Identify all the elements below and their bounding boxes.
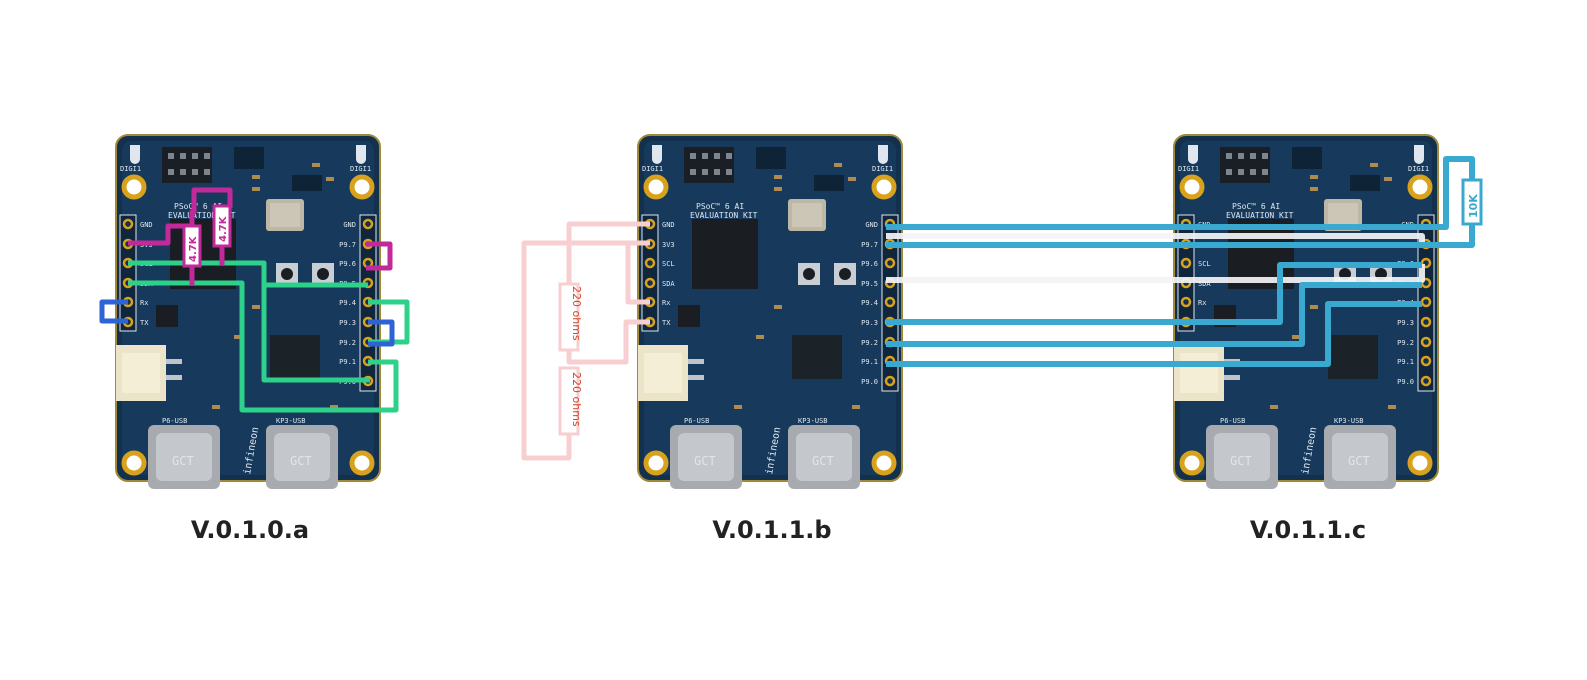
board-b-left-pin-labels: GND 3V3 SCL SDA Rx TX [662,221,675,327]
board-b-pin-p91: P9.1 [861,358,878,366]
board-b-pin-p97: P9.7 [861,241,878,249]
board-a-pin-p94: P9.4 [339,299,356,307]
board-c-usb-chip-left: GCT [1230,454,1252,468]
wire-pink-rx [521,240,650,461]
wire-white-scl [886,264,1425,283]
board-b-kit-title: PSoC™ 6 AI [696,202,744,211]
board-a-kit-title: PSoC™ 6 AI [174,202,222,211]
board-a-kit-sub: EVALUATION KIT [168,211,236,220]
board-a-pin-r-gnd: GND [343,221,356,229]
wire-magenta-gnd-loop [366,241,393,271]
board-b-usb-chip-left: GCT [694,454,716,468]
board-b-pin-scl: SCL [662,260,675,268]
board-c-resistors: 10K [1461,178,1483,226]
board-b-pin-3v3: 3V3 [662,241,675,249]
board-b-pin-p96: P9.6 [861,260,878,268]
board-a-mic-right: DIGI1 [350,165,371,173]
board-c-mic-left: DIGI1 [1178,165,1199,173]
board-a-right-pin-labels: GND P9.7 P9.6 P9.5 P9.4 P9.3 P9.2 P9.1 P… [339,221,356,386]
board-b-pin-p92: P9.2 [861,339,878,347]
board-b-pin-tx: TX [662,319,671,327]
wire-teal-p94 [886,262,1422,325]
board-c-usb-chip-right: GCT [1348,454,1370,468]
board-c-mic-right: DIGI1 [1408,165,1429,173]
board-c-kit-sub: EVALUATION KIT [1226,211,1294,220]
board-b-pin-p94: P9.4 [861,299,878,307]
wire-teal-gnd [886,156,1475,230]
wire-pink-tx [566,319,650,365]
wire-teal-p97 [886,222,1475,248]
board-b-right-pin-labels: GND P9.7 P9.6 P9.5 P9.4 P9.3 P9.2 P9.1 P… [861,221,878,386]
bc-wires [886,156,1475,367]
wire-green-sda [128,280,399,413]
board-a-wires [99,187,410,413]
board-a-pin-p92: P9.2 [339,339,356,347]
resistor-a2-label: 4.7K [218,215,229,242]
caption-board-c: V.0.1.1.c [1249,516,1367,544]
board-a-pin-tx: TX [140,319,149,327]
board-a-mic-left: DIGI1 [120,165,141,173]
board-b-pin-p95: P9.5 [861,280,878,288]
resistor-c1-label: 10K [1467,194,1480,218]
resistor-b2-label: 220 ohms [570,372,583,427]
caption-board-a: V.0.1.0.a [190,516,310,544]
board-b-usb-right: KP3-USB [798,417,828,425]
board-b-mic-right: DIGI1 [872,165,893,173]
board-c-pin-scl: SCL [1198,260,1211,268]
resistor-a1: 4.7K [182,224,202,268]
wire-teal-p91 [886,301,1422,367]
board-a-usb-left: P6-USB [162,417,187,425]
caption-board-b: V.0.1.1.b [712,516,832,544]
board-a-usb-chip-right: GCT [290,454,312,468]
board-b-pin-r-gnd: GND [865,221,878,229]
board-b-pin-rx: Rx [662,299,670,307]
board-c: PSoC™ 6 AI EVALUATION KIT DIGI1 DIGI1 P6… [1174,135,1438,489]
board-b-kit-sub: EVALUATION KIT [690,211,758,220]
board-b-mic-left: DIGI1 [642,165,663,173]
board-c-pin-rx: Rx [1198,299,1206,307]
wire-blue-rx-tx [99,299,128,324]
board-a-pin-p93: P9.3 [339,319,356,327]
board-c-pin-p92: P9.2 [1397,339,1414,347]
resistor-b2: 220 ohms [558,366,583,436]
board-b-resistors: 220 ohms 220 ohms [558,282,583,436]
resistor-a2: 4.7K [212,204,232,248]
wire-pink-gnd [566,221,650,285]
board-b-usb-chip-right: GCT [812,454,834,468]
board-b: PSoC™ 6 AI EVALUATION KIT DIGI1 DIGI1 P6… [638,135,902,489]
board-c-pin-p90: P9.0 [1397,378,1414,386]
board-b-pin-p90: P9.0 [861,378,878,386]
board-c-pin-p93: P9.3 [1397,319,1414,327]
resistor-b1-label: 220 ohms [570,286,583,341]
wire-teal-p92 [886,282,1422,347]
board-a-pin-p91: P9.1 [339,358,356,366]
resistor-b1: 220 ohms [558,282,583,352]
board-a-pin-p97: P9.7 [339,241,356,249]
board-a-resistors: 4.7K 4.7K [182,204,232,268]
board-a-usb-chip-left: GCT [172,454,194,468]
board-b-wires [521,221,650,461]
resistor-a1-label: 4.7K [188,235,199,262]
board-a-usb-right: KP3-USB [276,417,306,425]
resistor-c1: 10K [1461,178,1483,226]
board-b-pin-gnd: GND [662,221,675,229]
board-b-pin-p93: P9.3 [861,319,878,327]
board-a-pin-p96: P9.6 [339,260,356,268]
board-b-usb-left: P6-USB [684,417,709,425]
board-c-usb-left: P6-USB [1220,417,1245,425]
board-c-usb-right: KP3-USB [1334,417,1364,425]
board-a-pin-gnd: GND [140,221,153,229]
board-a: PSoC™ 6 AI EVALUATION KIT DIGI1 DIGI1 P6… [116,135,380,489]
board-b-pin-sda: SDA [662,280,675,288]
board-c-kit-title: PSoC™ 6 AI [1232,202,1280,211]
board-c-pin-sda: SDA [1198,280,1211,288]
board-c-pin-p91: P9.1 [1397,358,1414,366]
board-a-pin-rx: Rx [140,299,148,307]
wire-blue-p93-p92 [368,319,395,347]
